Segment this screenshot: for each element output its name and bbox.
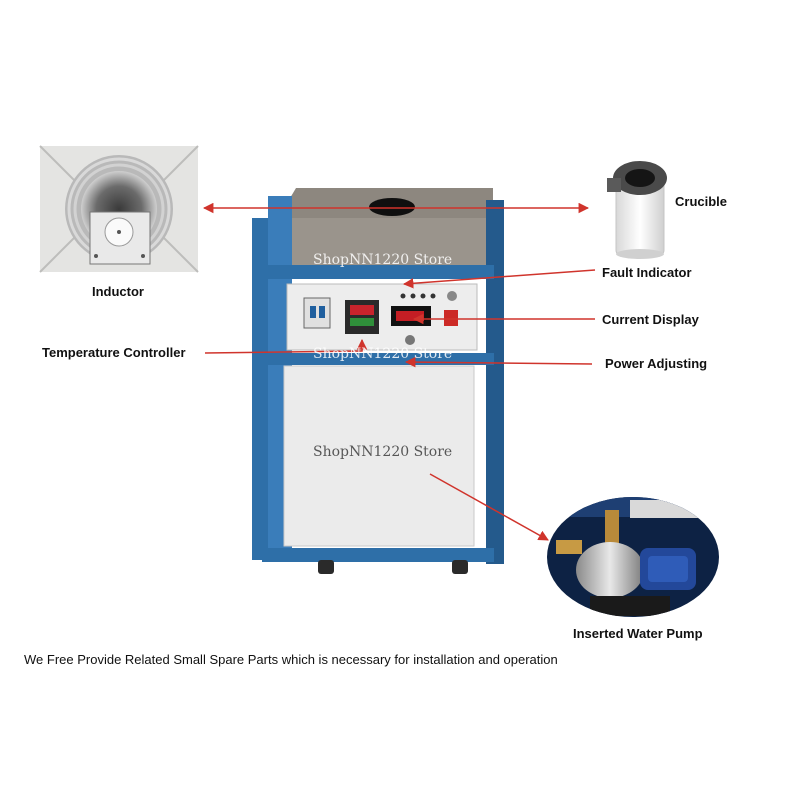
label-water-pump: Inserted Water Pump: [573, 626, 703, 641]
label-inductor: Inductor: [92, 284, 144, 299]
footer-note: We Free Provide Related Small Spare Part…: [24, 652, 558, 667]
label-temperature-controller: Temperature Controller: [42, 345, 186, 360]
water-pump-photo: [547, 497, 719, 617]
crucible-photo: [607, 161, 667, 259]
arrow-fault-indicator: [402, 269, 596, 289]
furnace-cabinet: [252, 188, 504, 574]
watermark: ShopNN1220 Store: [313, 346, 453, 362]
label-power-adjusting: Power Adjusting: [605, 356, 708, 371]
label-crucible: Crucible: [675, 194, 728, 209]
arrow-water-pump: [429, 473, 549, 541]
label-fault-indicator: Fault Indicator: [602, 265, 692, 280]
arrow-temperature-controller: [204, 338, 368, 354]
watermark: ShopNN1220 Store: [313, 444, 453, 460]
watermark: ShopNN1220 Store: [313, 252, 453, 268]
label-current-display: Current Display: [602, 312, 699, 327]
inductor-photo: [39, 145, 199, 273]
arrow-power-adjusting: [404, 356, 593, 368]
